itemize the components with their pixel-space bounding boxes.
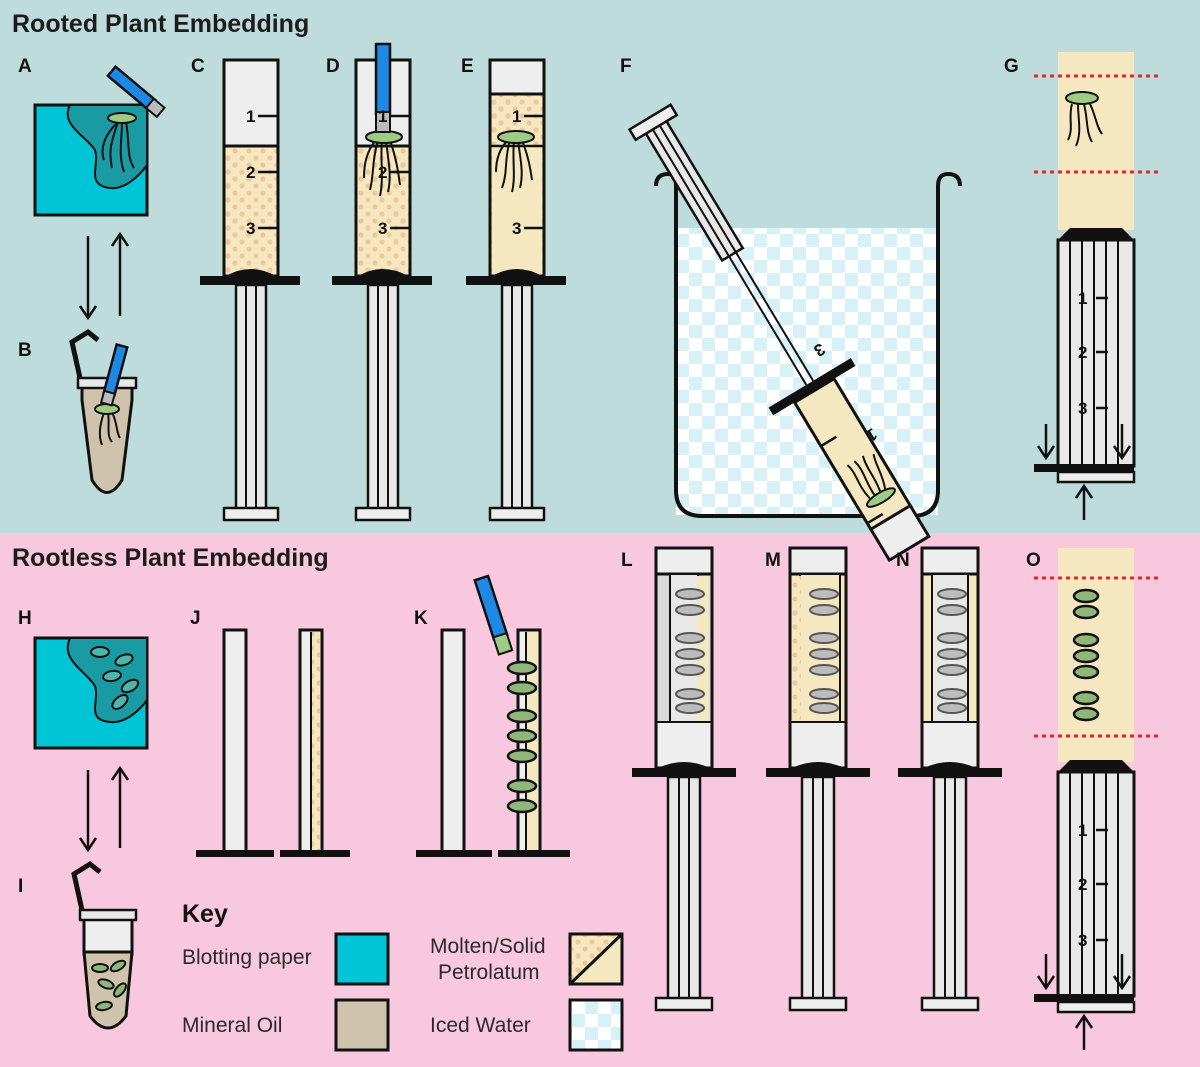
panel-label-k: K — [414, 608, 428, 629]
panel-k-strips — [416, 574, 570, 857]
panel-l-syringe — [632, 546, 736, 1012]
panel-d-syringe — [332, 42, 432, 522]
key-label-petrolatum-line2: Petrolatum — [438, 961, 540, 984]
panel-label-a: A — [18, 56, 32, 77]
panel-h-blotting — [33, 636, 149, 750]
key-swatch-petrolatum — [568, 932, 624, 986]
key-label-blotting-paper: Blotting paper — [182, 946, 312, 969]
key-label-petrolatum-line1: Molten/Solid — [430, 935, 546, 958]
panel-label-i: I — [18, 876, 23, 897]
key-heading: Key — [182, 900, 228, 928]
panel-f-syringe — [627, 103, 931, 563]
key-label-iced-water: Iced Water — [430, 1014, 531, 1037]
panel-g-extruded — [1034, 52, 1158, 520]
panel-o-grad-2: 2 — [1078, 875, 1087, 894]
panel-label-b: B — [18, 340, 32, 361]
panel-label-j: J — [190, 608, 201, 629]
panel-o-grad-1: 1 — [1078, 821, 1087, 840]
panel-n-syringe — [898, 546, 1002, 1012]
panel-e-grad-1: 1 — [512, 107, 521, 126]
panel-label-c: C — [191, 56, 205, 77]
panel-label-d: D — [326, 56, 340, 77]
panel-g-grad-3: 3 — [1078, 399, 1087, 418]
panel-e-grad-3: 3 — [512, 219, 521, 238]
panel-label-g: G — [1004, 56, 1019, 77]
panel-c-grad-1: 1 — [246, 107, 255, 126]
panel-b-tube — [69, 328, 138, 494]
rooted-section-bg — [0, 0, 1200, 533]
panel-e-syringe — [466, 58, 566, 522]
panel-label-e: E — [461, 56, 474, 77]
panel-c-grad-2: 2 — [246, 163, 255, 182]
panel-label-m: M — [765, 550, 781, 571]
panel-d-grad-3: 3 — [378, 219, 387, 238]
panel-label-l: L — [621, 550, 633, 571]
panel-c-grad-3: 3 — [246, 219, 255, 238]
panel-j-strips — [196, 628, 350, 857]
panel-label-n: N — [896, 550, 910, 571]
panel-o-extruded — [1034, 548, 1158, 1050]
panel-m-syringe — [766, 546, 870, 1012]
panel-g-grad-1: 1 — [1078, 289, 1087, 308]
panel-a-blotting — [33, 64, 166, 217]
rooted-section-title: Rooted Plant Embedding — [12, 10, 309, 38]
key-swatch-mineral-oil — [334, 998, 390, 1052]
panel-label-h: H — [18, 608, 32, 629]
panel-i-tube — [71, 860, 138, 1030]
key-label-mineral-oil: Mineral Oil — [182, 1014, 282, 1037]
panel-o-grad-3: 3 — [1078, 931, 1087, 950]
rootless-section-title: Rootless Plant Embedding — [12, 544, 329, 572]
panel-label-f: F — [620, 56, 632, 77]
panel-d-grad-1: 1 — [378, 107, 387, 126]
panel-g-grad-2: 2 — [1078, 343, 1087, 362]
key-swatch-iced-water — [568, 998, 624, 1052]
key-swatch-blotting-paper — [334, 932, 390, 986]
panel-label-o: O — [1026, 550, 1041, 571]
panel-c-syringe — [200, 58, 300, 522]
panel-d-grad-2: 2 — [378, 163, 387, 182]
rootless-section-bg — [0, 533, 1200, 1067]
